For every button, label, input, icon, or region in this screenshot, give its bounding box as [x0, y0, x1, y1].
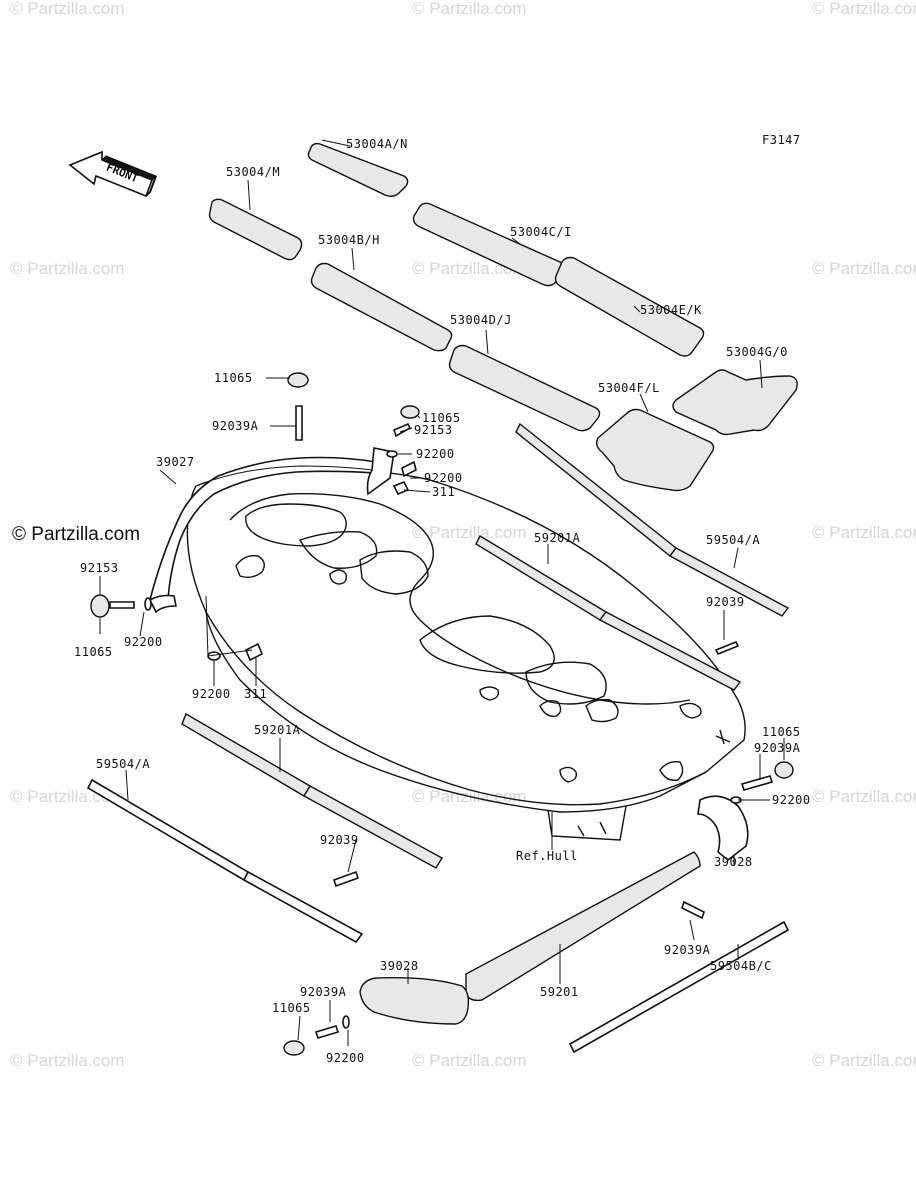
part-39027 [148, 447, 395, 614]
mat-53004DJ [448, 344, 601, 432]
label-92039A: 92039A [664, 943, 711, 957]
label-ref-hull: Ref.Hull [516, 849, 578, 863]
label-92200: 92200 [424, 471, 463, 485]
label-92153: 92153 [80, 561, 119, 575]
watermark: © Partzilla.com [812, 259, 916, 278]
part-labels: 53004A/N 53004/M 53004C/I 53004B/H 53004… [74, 137, 811, 1065]
label-92039A: 92039A [754, 741, 801, 755]
watermark: © Partzilla.com [812, 523, 916, 542]
label-11065: 11065 [214, 371, 253, 385]
mat-53004EK [554, 256, 705, 357]
watermark: © Partzilla.com [812, 787, 916, 806]
label-39027: 39027 [156, 455, 195, 469]
watermark: © Partzilla.com [412, 523, 527, 542]
watermark: © Partzilla.com [812, 0, 916, 18]
label-59504A: 59504/A [96, 757, 150, 771]
label-92200: 92200 [326, 1051, 365, 1065]
label-53004M: 53004/M [226, 165, 280, 179]
watermark: © Partzilla.com [812, 1051, 916, 1070]
label-53004CI: 53004C/I [510, 225, 572, 239]
label-311: 311 [244, 687, 267, 701]
label-311: 311 [432, 485, 455, 499]
label-59201: 59201 [540, 985, 579, 999]
label-59504BC: 59504B/C [710, 959, 772, 973]
label-92039: 92039 [706, 595, 745, 609]
label-92153: 92153 [414, 423, 453, 437]
fasteners [90, 372, 794, 1056]
part-39028 [359, 795, 749, 1025]
label-11065: 11065 [422, 411, 461, 425]
label-59201A: 59201A [534, 531, 581, 545]
label-39028: 39028 [714, 855, 753, 869]
label-11065: 11065 [74, 645, 113, 659]
label-53004DJ: 53004D/J [450, 313, 512, 327]
label-59504A: 59504/A [706, 533, 760, 547]
label-39028: 39028 [380, 959, 419, 973]
label-92039A: 92039A [300, 985, 347, 999]
label-53004BH: 53004B/H [318, 233, 380, 247]
label-59201A: 59201A [254, 723, 301, 737]
mat-53004AN [307, 142, 409, 197]
figure-code: F3147 [762, 133, 801, 147]
label-92039: 92039 [320, 833, 359, 847]
mat-53004BH [310, 262, 453, 352]
leader-lines [99, 139, 785, 1046]
label-92200: 92200 [124, 635, 163, 649]
label-92200: 92200 [192, 687, 231, 701]
watermark: © Partzilla.com [412, 0, 527, 18]
front-arrow-icon: FRONT [68, 150, 157, 198]
label-53004EK: 53004E/K [640, 303, 702, 317]
label-11065: 11065 [762, 725, 801, 739]
label-92200: 92200 [772, 793, 811, 807]
label-92200: 92200 [416, 447, 455, 461]
rubrails [86, 422, 790, 1054]
watermark: © Partzilla.com [10, 259, 125, 278]
label-92039A: 92039A [212, 419, 259, 433]
watermark: © Partzilla.com [10, 0, 125, 18]
mat-53004GO [672, 369, 798, 436]
mat-53004M [208, 198, 303, 261]
watermark: © Partzilla.com [10, 1051, 125, 1070]
deck-mats [208, 142, 798, 492]
watermarks: © Partzilla.com © Partzilla.com © Partzi… [10, 0, 916, 1070]
label-53004AN: 53004A/N [346, 137, 408, 151]
mat-53004FL [595, 408, 715, 492]
label-53004FL: 53004F/L [598, 381, 660, 395]
watermark-main: © Partzilla.com [12, 524, 140, 545]
watermark: © Partzilla.com [412, 1051, 527, 1070]
label-11065: 11065 [272, 1001, 311, 1015]
label-53004GO: 53004G/0 [726, 345, 788, 359]
